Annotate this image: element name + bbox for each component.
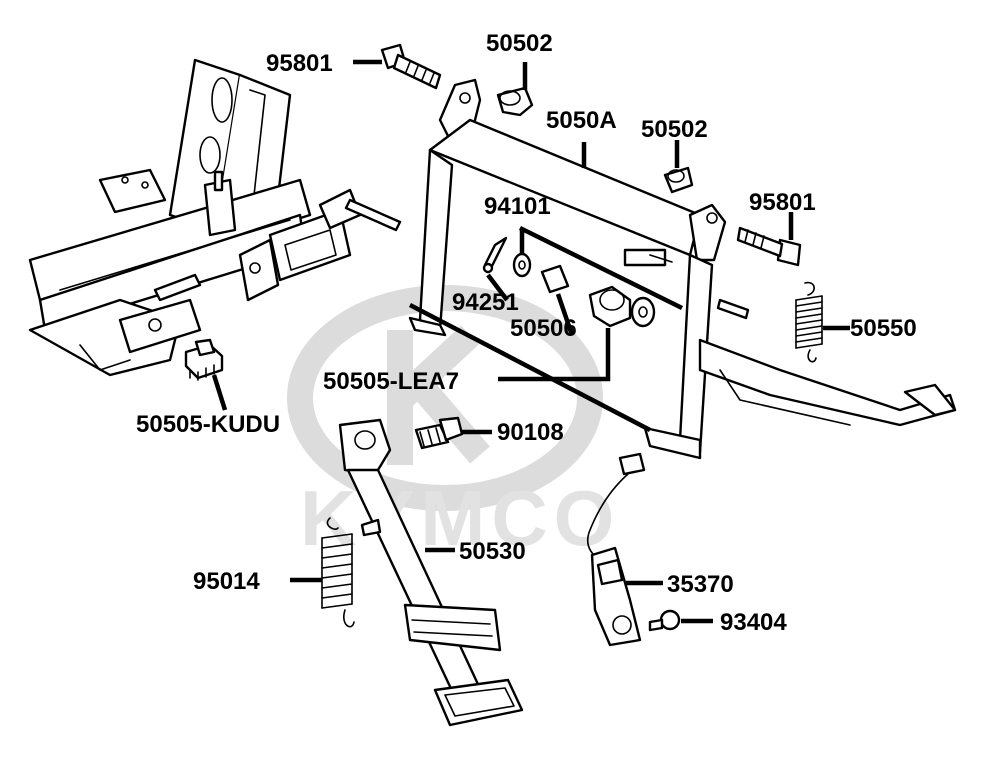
label-94251: 94251: [452, 289, 519, 316]
label-93404: 93404: [720, 609, 787, 636]
bolt-95801-right: [736, 226, 802, 267]
stopper-rubber-kudu: [184, 338, 224, 381]
spring-95014: [321, 517, 355, 628]
label-50530: 50530: [459, 538, 526, 565]
label-50550: 50550: [850, 315, 917, 342]
label-95801-top: 95801: [266, 50, 333, 77]
washer-94101-b: [630, 296, 656, 328]
label-90108: 90108: [497, 419, 564, 446]
bolt-95801-top: [380, 43, 442, 90]
label-35370: 35370: [667, 571, 734, 598]
label-95801-right: 95801: [749, 189, 816, 216]
pin-50506: [540, 264, 570, 294]
side-stand-switch: [586, 452, 646, 647]
collar-50502-top: [496, 86, 534, 117]
collar-50502-right: [663, 166, 694, 194]
screw-93404: [648, 609, 681, 632]
washer-94101-a: [512, 252, 532, 278]
label-50502-right: 50502: [641, 116, 708, 143]
roller-50505-lea7: [588, 285, 632, 328]
label-5050A: 5050A: [546, 107, 617, 134]
label-50506: 50506: [510, 315, 577, 342]
label-94101: 94101: [484, 193, 551, 220]
spring-50550: [795, 281, 823, 363]
part-labels: 95801 50502 5050A 50502 94101 95801 9425…: [136, 30, 917, 636]
frame-section: [28, 58, 402, 377]
leader-lines: [211, 59, 850, 624]
label-50505-lea7: 50505-LEA7: [323, 368, 459, 395]
label-95014: 95014: [193, 568, 260, 595]
label-50505-kudu: 50505-KUDU: [136, 411, 280, 438]
pin-94251: [482, 236, 508, 274]
bolt-90108: [414, 416, 464, 450]
label-50502-top: 50502: [486, 30, 553, 57]
main-stand: [408, 78, 957, 460]
side-stand: [338, 418, 524, 727]
